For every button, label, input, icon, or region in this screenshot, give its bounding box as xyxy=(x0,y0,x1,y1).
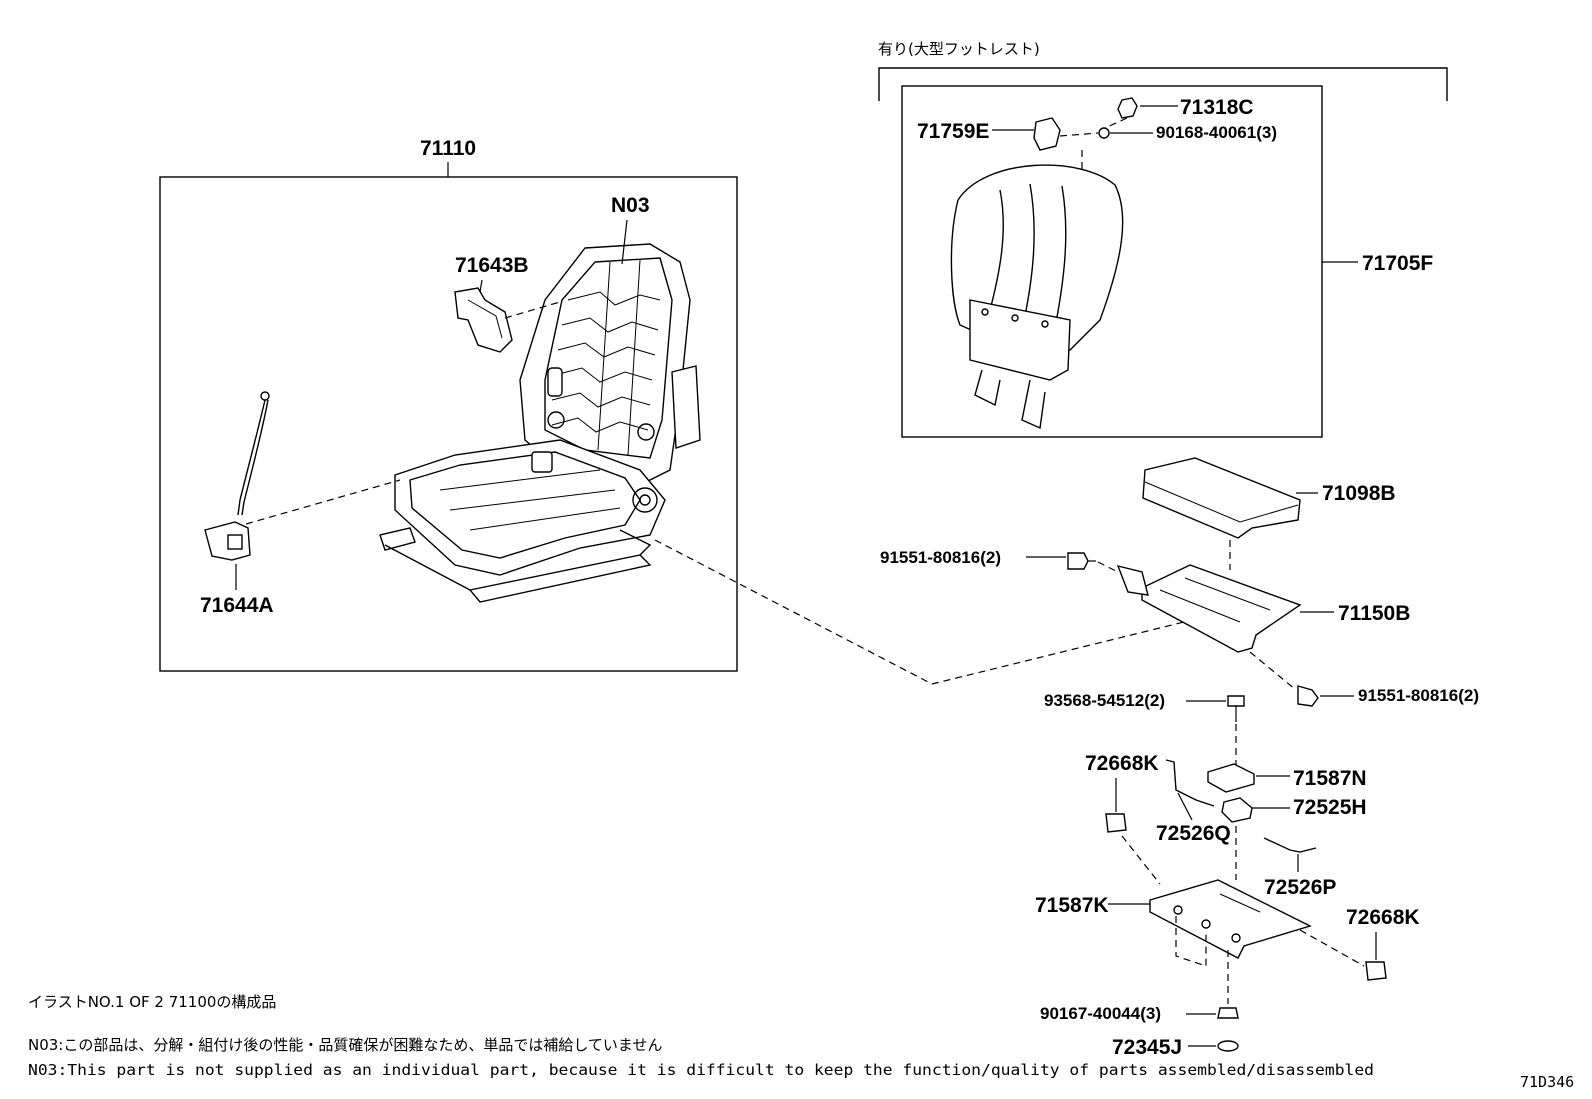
part-71150B-plate xyxy=(1141,564,1302,653)
part-label-71110[interactable]: 71110 xyxy=(420,137,476,160)
part-label-90167[interactable]: 90167-40044(3) xyxy=(1040,1004,1161,1023)
part-71705F-footrest-cover xyxy=(950,164,1124,430)
part-71644A-harness xyxy=(204,391,270,561)
part-72526Q-wire xyxy=(1165,759,1215,807)
part-label-72668K-lower[interactable]: 72668K xyxy=(1346,906,1420,929)
footrest-option-bracket xyxy=(878,67,1448,101)
part-71759E-bracket xyxy=(1033,117,1061,151)
part-72668K-clip-upper xyxy=(1105,813,1127,833)
part-label-71587N[interactable]: 71587N xyxy=(1293,767,1367,790)
part-label-72526Q[interactable]: 72526Q xyxy=(1156,822,1231,845)
part-90168-screw xyxy=(1098,127,1110,139)
part-label-91551-right[interactable]: 91551-80816(2) xyxy=(1358,686,1479,705)
footrest-plate-group: 71098B 71150B 91551-80816(2) 91551-80816… xyxy=(880,457,1479,707)
part-71587N-bracket xyxy=(1207,763,1255,793)
part-label-71150B[interactable]: 71150B xyxy=(1338,602,1410,625)
part-71098B-pad xyxy=(1142,457,1301,539)
part-91551-bolt-left xyxy=(1067,552,1089,570)
part-90167-screw xyxy=(1217,1007,1239,1019)
part-label-72668K-upper[interactable]: 72668K xyxy=(1085,752,1159,775)
footrest-option-group: 有り(大型フットレスト) 71318C 71759E 90168-40061(3… xyxy=(878,40,1448,438)
footrest-mechanism-group: 93568-54512(2) 71587N 72525H 72668K 7252… xyxy=(1035,691,1420,1059)
part-label-71098B[interactable]: 71098B xyxy=(1322,482,1396,505)
part-72668K-clip-lower xyxy=(1365,961,1387,981)
seat-frame-group: 71110 xyxy=(159,137,738,672)
part-label-71587K[interactable]: 71587K xyxy=(1035,894,1109,917)
part-label-71759E[interactable]: 71759E xyxy=(917,120,989,143)
part-label-71644A[interactable]: 71644A xyxy=(200,594,274,617)
seat-cushion-frame xyxy=(379,439,666,603)
part-label-71318C[interactable]: 71318C xyxy=(1180,96,1254,119)
illustration-note: イラストNO.1 OF 2 71100の構成品 xyxy=(28,993,276,1011)
part-label-90168[interactable]: 90168-40061(3) xyxy=(1156,123,1277,142)
seat-back-frame xyxy=(519,243,701,486)
part-label-N03[interactable]: N03 xyxy=(611,194,650,217)
part-label-91551-left[interactable]: 91551-80816(2) xyxy=(880,548,1001,567)
part-label-72525H[interactable]: 72525H xyxy=(1293,796,1367,819)
part-label-71705F[interactable]: 71705F xyxy=(1362,252,1433,275)
part-71318C-cap xyxy=(1117,97,1138,119)
part-label-72345J[interactable]: 72345J xyxy=(1112,1036,1182,1059)
part-72525H-actuator xyxy=(1221,797,1253,823)
n03-note-jp: N03:この部品は、分解・組付け後の性能・品質確保が困難なため、単品では補給して… xyxy=(28,1036,662,1054)
part-label-72526P[interactable]: 72526P xyxy=(1264,876,1336,899)
part-label-71643B[interactable]: 71643B xyxy=(455,254,529,277)
part-71587K-base xyxy=(1149,879,1312,959)
part-label-93568[interactable]: 93568-54512(2) xyxy=(1044,691,1165,710)
part-71643B-switch xyxy=(454,287,513,353)
figure-id: 71D346 xyxy=(1520,1073,1574,1091)
n03-note-en: N03:This part is not supplied as an indi… xyxy=(28,1061,1374,1079)
part-72345J-washer xyxy=(1217,1040,1239,1052)
part-91551-bolt-right xyxy=(1297,685,1319,707)
part-72526P-wire xyxy=(1263,837,1317,853)
part-93568-screw xyxy=(1227,695,1245,707)
notes: イラストNO.1 OF 2 71100の構成品 N03:この部品は、分解・組付け… xyxy=(28,993,1574,1091)
footrest-option-label[interactable]: 有り(大型フットレスト) xyxy=(878,40,1040,58)
